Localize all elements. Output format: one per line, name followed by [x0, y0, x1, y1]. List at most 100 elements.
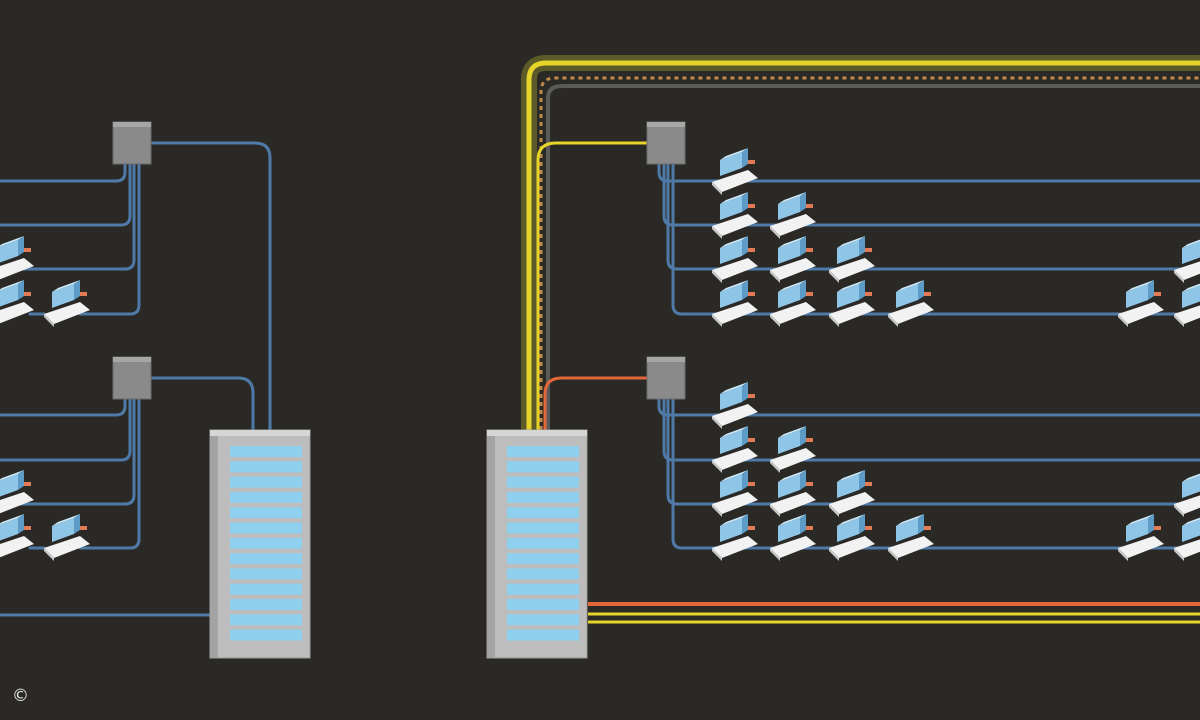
workstation-cable-port: [748, 438, 755, 442]
workstation-side: [859, 280, 865, 300]
workstation-side: [800, 514, 806, 534]
cable: [0, 396, 127, 417]
workstation-cable-port: [865, 482, 872, 486]
switch-body: [112, 356, 152, 400]
workstation-icon: [829, 470, 875, 517]
workstation-base-side: [712, 548, 722, 561]
workstation-base-side: [770, 314, 780, 327]
rack-slot: [230, 491, 302, 503]
workstation-cable-port: [1154, 526, 1161, 530]
workstation-base-side: [770, 504, 780, 517]
workstation-base: [888, 302, 934, 324]
workstation-cable-port: [80, 526, 87, 530]
rack-slot: [507, 491, 579, 503]
workstation-side: [918, 280, 924, 300]
cable: [671, 161, 1200, 316]
rack-slot: [507, 446, 579, 457]
workstation-cable-port: [924, 292, 931, 296]
workstation-base-side: [770, 270, 780, 283]
workstation-cable-port: [748, 160, 755, 164]
workstation-top: [1182, 283, 1200, 292]
workstation-icon: [888, 514, 934, 561]
rack-slot: [230, 446, 302, 457]
switch-body: [646, 356, 686, 400]
workstation-screen: [0, 240, 18, 263]
workstation-icon: [712, 426, 758, 473]
workstation-top: [720, 192, 748, 204]
workstation-base-side: [712, 314, 722, 327]
rack-slot: [507, 614, 579, 626]
uplink-orange: [543, 376, 652, 432]
workstation-base-side: [770, 548, 780, 561]
workstation-base-side: [829, 314, 839, 327]
workstation-cable-port: [806, 438, 813, 442]
workstation-cable-port: [748, 292, 755, 296]
workstation-icon: [829, 514, 875, 561]
switch-body: [112, 121, 152, 165]
rack-slot: [230, 568, 302, 580]
workstation-top: [0, 470, 24, 481]
server-rack-right: [486, 429, 588, 659]
workstation-base: [712, 258, 758, 280]
workstation-icon: [1174, 239, 1200, 283]
workstation-base: [0, 492, 34, 514]
rack-slot: [507, 583, 579, 595]
workstation-base-side: [888, 548, 898, 561]
workstation-base-side: [829, 270, 839, 283]
workstation-top: [837, 236, 865, 248]
workstation-cable-port: [865, 248, 872, 252]
workstation-base-side: [712, 504, 722, 517]
workstation-cable-port: [748, 394, 755, 398]
rack-slot: [230, 599, 302, 610]
network-switch-right-bottom: [646, 356, 686, 400]
workstation-side: [742, 148, 748, 168]
cable: [78, 396, 141, 550]
workstation-icon: [770, 280, 816, 327]
rack-slot: [230, 629, 302, 641]
workstation-icon: [1174, 473, 1200, 517]
cable: [666, 396, 1200, 506]
workstation-side: [742, 192, 748, 212]
workstation-base: [712, 492, 758, 514]
workstation-top: [720, 382, 748, 394]
rack-slot: [230, 522, 302, 534]
workstation-top: [720, 280, 748, 292]
workstation-base: [1118, 302, 1164, 324]
cable-layer: [0, 141, 1200, 617]
workstation-top: [0, 236, 24, 247]
workstation-base: [829, 302, 875, 324]
workstation-base: [712, 170, 758, 192]
workstation-icon: [0, 236, 34, 280]
workstation-base-side: [1118, 314, 1128, 327]
workstation-base: [1174, 305, 1200, 324]
workstation-cable-port: [1154, 292, 1161, 296]
workstation-base: [1174, 495, 1200, 514]
rack-slot: [507, 568, 579, 580]
workstation-top: [720, 470, 748, 482]
cable: [0, 161, 127, 183]
workstation-base: [770, 492, 816, 514]
workstation-base: [0, 536, 34, 558]
workstation-top: [837, 470, 865, 482]
workstation-screen: [1182, 519, 1200, 542]
workstation-base-side: [1174, 504, 1184, 517]
workstation-cable-port: [806, 204, 813, 208]
workstation-icon: [1174, 283, 1200, 327]
workstation-side: [742, 470, 748, 490]
rack-slot: [230, 461, 302, 473]
cable-uplink: [149, 141, 272, 432]
fiber-trunk-dashed: [539, 76, 1200, 430]
workstation-base: [770, 214, 816, 236]
workstation-cable-port: [80, 292, 87, 296]
workstation-base-side: [1174, 314, 1184, 327]
workstation-base: [1174, 261, 1200, 280]
rack-slot: [507, 476, 579, 488]
workstation-top: [778, 514, 806, 526]
rack-slot: [230, 583, 302, 595]
fiber-layer: [521, 55, 1200, 624]
workstation-cable-port: [865, 292, 872, 296]
workstation-icon: [712, 382, 758, 429]
workstation-side: [1148, 280, 1154, 300]
workstation-top: [52, 280, 80, 292]
workstation-icon: [888, 280, 934, 327]
